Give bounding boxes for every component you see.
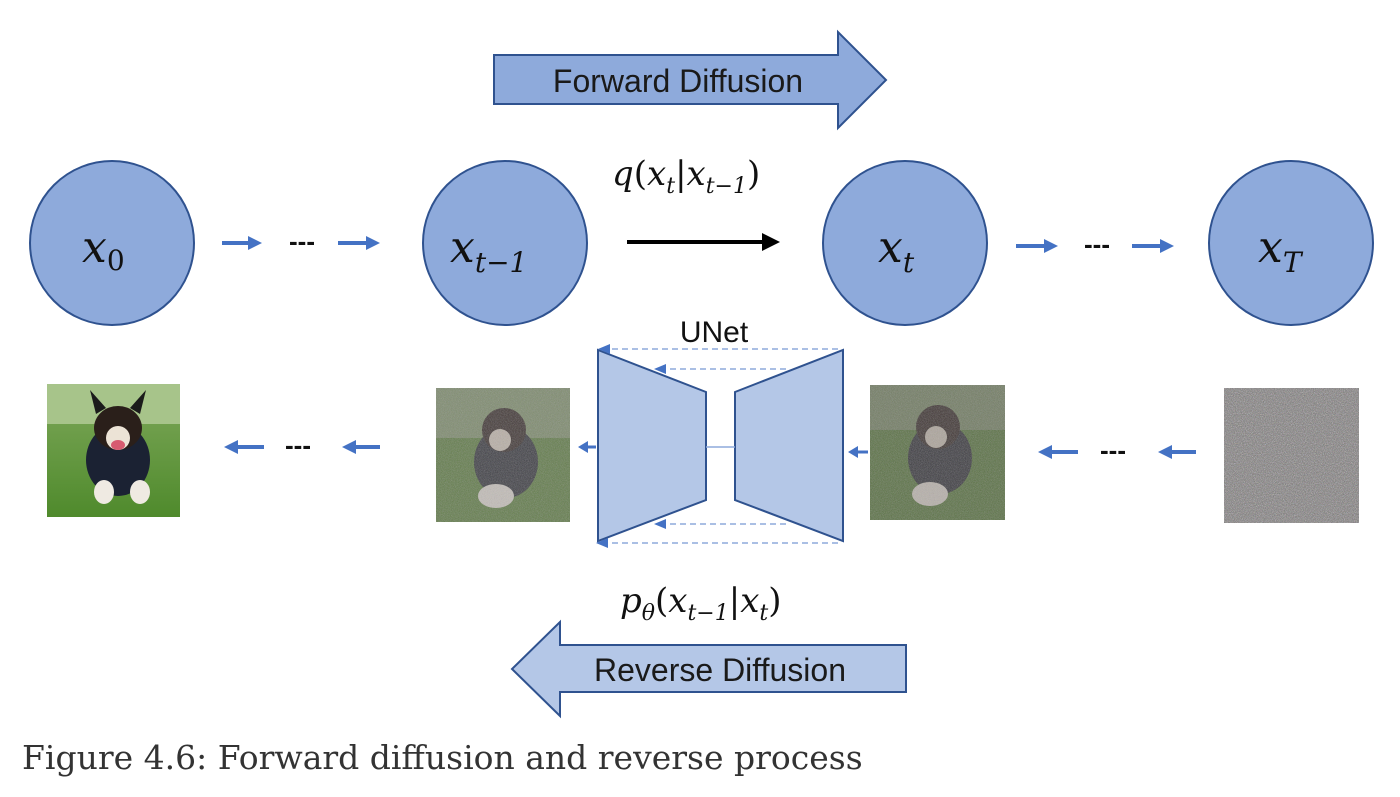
noisy-dog-image-t-minus-1 [436, 388, 570, 522]
pure-noise-image [1224, 388, 1359, 523]
figure-caption: Figure 4.6: Forward diffusion and revers… [22, 738, 863, 777]
forward-formula: q(xt|xt−1) [612, 154, 760, 199]
forward-diffusion-label: Forward Diffusion [553, 63, 803, 99]
forward-step-arrow [627, 233, 780, 251]
top-right-connector: --- [1016, 229, 1174, 259]
reverse-diffusion-arrow: Reverse Diffusion [510, 619, 907, 719]
node-x-t: xt [822, 160, 988, 326]
svg-text:xt−1: xt−1 [450, 222, 527, 279]
ellipsis-bottom-right: --- [1100, 435, 1126, 465]
unet-output-arrow [578, 441, 596, 453]
svg-text:xT: xT [1258, 222, 1304, 279]
unet-diagram [596, 344, 844, 548]
node-x0: x0 [29, 160, 195, 326]
reverse-diffusion-label: Reverse Diffusion [594, 652, 846, 688]
svg-text:x0: x0 [82, 222, 125, 277]
ellipsis-bottom-left: --- [285, 430, 311, 460]
svg-text:xt: xt [878, 222, 915, 279]
node-x-T: xT [1208, 160, 1374, 326]
noisy-dog-image-t [870, 385, 1005, 520]
ellipsis-top-right: --- [1084, 229, 1110, 259]
unet-input-arrow [848, 446, 868, 458]
ellipsis-top-left: --- [289, 226, 315, 256]
node-x-t-minus-1: xt−1 [422, 160, 588, 326]
top-left-connector: --- [222, 226, 380, 256]
reverse-formula: pθ(xt−1|xt) [620, 581, 782, 626]
bottom-left-connector: --- [224, 430, 380, 460]
forward-diffusion-arrow: Forward Diffusion [493, 29, 888, 131]
unet-label: UNet [680, 316, 749, 349]
clean-dog-image [47, 384, 180, 517]
bottom-right-connector: --- [1038, 435, 1196, 465]
